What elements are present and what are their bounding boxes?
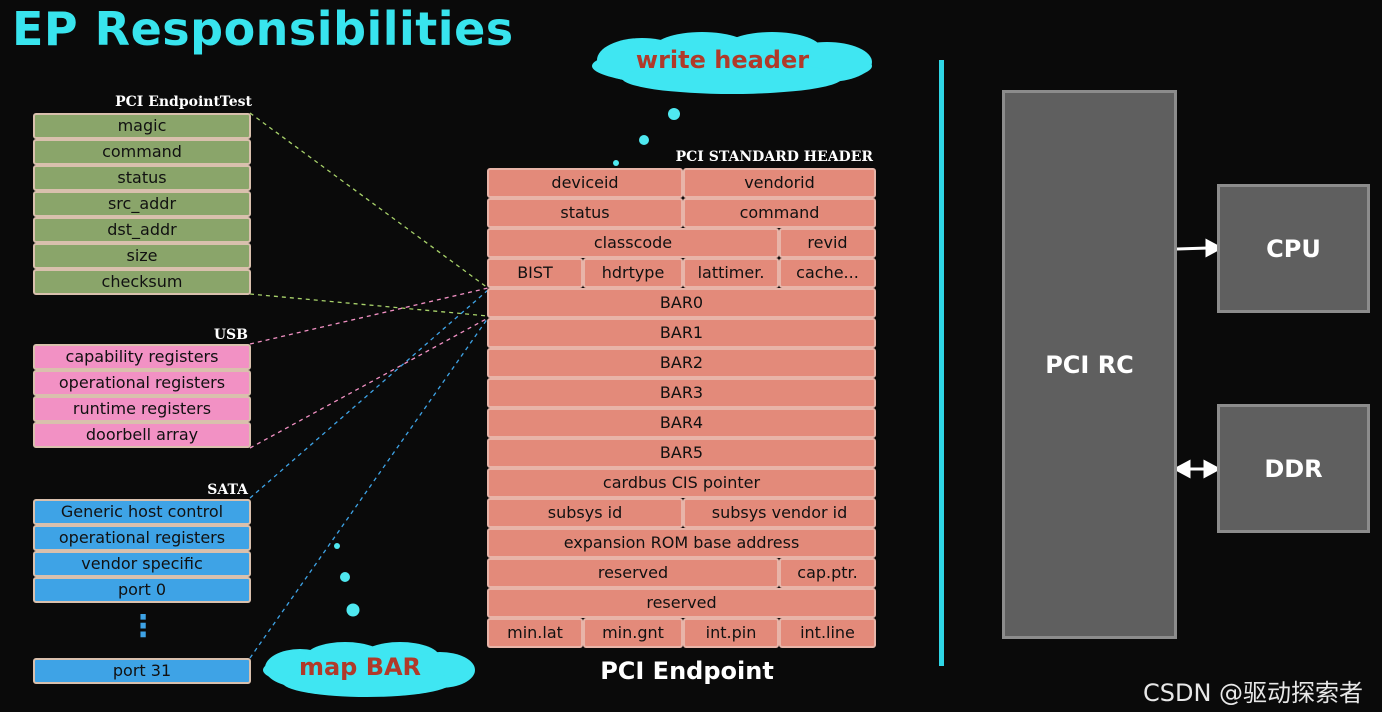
usb-capability-registers: capability registers <box>33 344 251 370</box>
register-dst-addr: dst_addr <box>33 217 251 243</box>
sata-port-31: port 31 <box>33 658 251 684</box>
cloud-write-header-icon <box>592 32 872 94</box>
register-checksum: checksum <box>33 269 251 295</box>
field-min-gnt: min.gnt <box>583 618 683 648</box>
endpoint-test-registers: magic command status src_addr dst_addr s… <box>33 113 251 295</box>
usb-runtime-registers: runtime registers <box>33 396 251 422</box>
arrow-head-icon <box>1205 238 1224 258</box>
field-bar2: BAR2 <box>487 348 876 378</box>
field-hdrtype: hdrtype <box>583 258 683 288</box>
usb-doorbell-array: doorbell array <box>33 422 251 448</box>
link-endpoint-test-bottom <box>249 293 489 317</box>
host-endpoint-divider <box>939 60 944 666</box>
field-command: command <box>683 198 876 228</box>
field-cardbus-cis-pointer: cardbus CIS pointer <box>487 468 876 498</box>
bubble-dot <box>613 160 619 166</box>
field-int-line: int.line <box>779 618 876 648</box>
field-cache: cache... <box>779 258 876 288</box>
field-status: status <box>487 198 683 228</box>
bubble-dot <box>340 572 350 582</box>
link-sata-bottom <box>249 317 489 659</box>
page-title: EP Responsibilities <box>12 2 514 56</box>
cloud-map-bar-label: map BAR <box>298 653 422 681</box>
usb-registers: capability registers operational registe… <box>33 344 251 448</box>
bubble-dot <box>334 543 340 549</box>
field-deviceid: deviceid <box>487 168 683 198</box>
cloud-write-header-label: write header <box>635 46 810 74</box>
field-int-pin: int.pin <box>683 618 779 648</box>
arrow-rc-cpu <box>1176 246 1209 251</box>
field-lattimer: lattimer. <box>683 258 779 288</box>
link-endpoint-test-top <box>249 112 489 289</box>
endpoint-test-label: PCI EndpointTest <box>115 94 252 110</box>
field-cap-ptr: cap.ptr. <box>779 558 876 588</box>
link-usb-bottom <box>249 317 489 449</box>
pci-standard-header: deviceid vendorid status command classco… <box>487 168 876 648</box>
arrow-head-icon <box>1203 459 1222 479</box>
register-magic: magic <box>33 113 251 139</box>
register-command: command <box>33 139 251 165</box>
sata-vendor-specific: vendor specific <box>33 551 251 577</box>
sata-port-0: port 0 <box>33 577 251 603</box>
cloud-map-bar-icon <box>263 642 475 697</box>
register-src-addr: src_addr <box>33 191 251 217</box>
register-size: size <box>33 243 251 269</box>
field-vendorid: vendorid <box>683 168 876 198</box>
cpu-box: CPU <box>1217 184 1370 313</box>
field-classcode: classcode <box>487 228 779 258</box>
watermark: CSDN @驱动探索者 <box>1143 679 1364 707</box>
sata-label: SATA <box>207 482 248 498</box>
field-bar5: BAR5 <box>487 438 876 468</box>
sata-registers: Generic host control operational registe… <box>33 499 251 603</box>
register-status: status <box>33 165 251 191</box>
field-expansion-rom: expansion ROM base address <box>487 528 876 558</box>
field-bist: BIST <box>487 258 583 288</box>
pci-rc-box: PCI RC <box>1002 90 1177 639</box>
sata-generic-host-control: Generic host control <box>33 499 251 525</box>
usb-operational-registers: operational registers <box>33 370 251 396</box>
field-bar3: BAR3 <box>487 378 876 408</box>
field-bar0: BAR0 <box>487 288 876 318</box>
bubble-dot <box>639 135 649 145</box>
field-bar1: BAR1 <box>487 318 876 348</box>
field-reserved-2: reserved <box>487 588 876 618</box>
field-subsys-vendor-id: subsys vendor id <box>683 498 876 528</box>
field-reserved-1: reserved <box>487 558 779 588</box>
usb-label: USB <box>213 327 248 343</box>
sata-operational-registers: operational registers <box>33 525 251 551</box>
sata-ellipsis: ⋮ <box>128 609 158 644</box>
field-subsys-id: subsys id <box>487 498 683 528</box>
pci-standard-header-label: PCI STANDARD HEADER <box>675 149 873 165</box>
ddr-box: DDR <box>1217 404 1370 533</box>
bubble-dot <box>346 603 360 617</box>
field-bar4: BAR4 <box>487 408 876 438</box>
arrow-head-icon <box>1172 459 1191 479</box>
bubble-dot <box>668 108 680 120</box>
field-revid: revid <box>779 228 876 258</box>
field-min-lat: min.lat <box>487 618 583 648</box>
link-sata-top <box>249 289 489 499</box>
link-usb-top <box>249 287 489 345</box>
pci-endpoint-label: PCI Endpoint <box>600 657 774 685</box>
